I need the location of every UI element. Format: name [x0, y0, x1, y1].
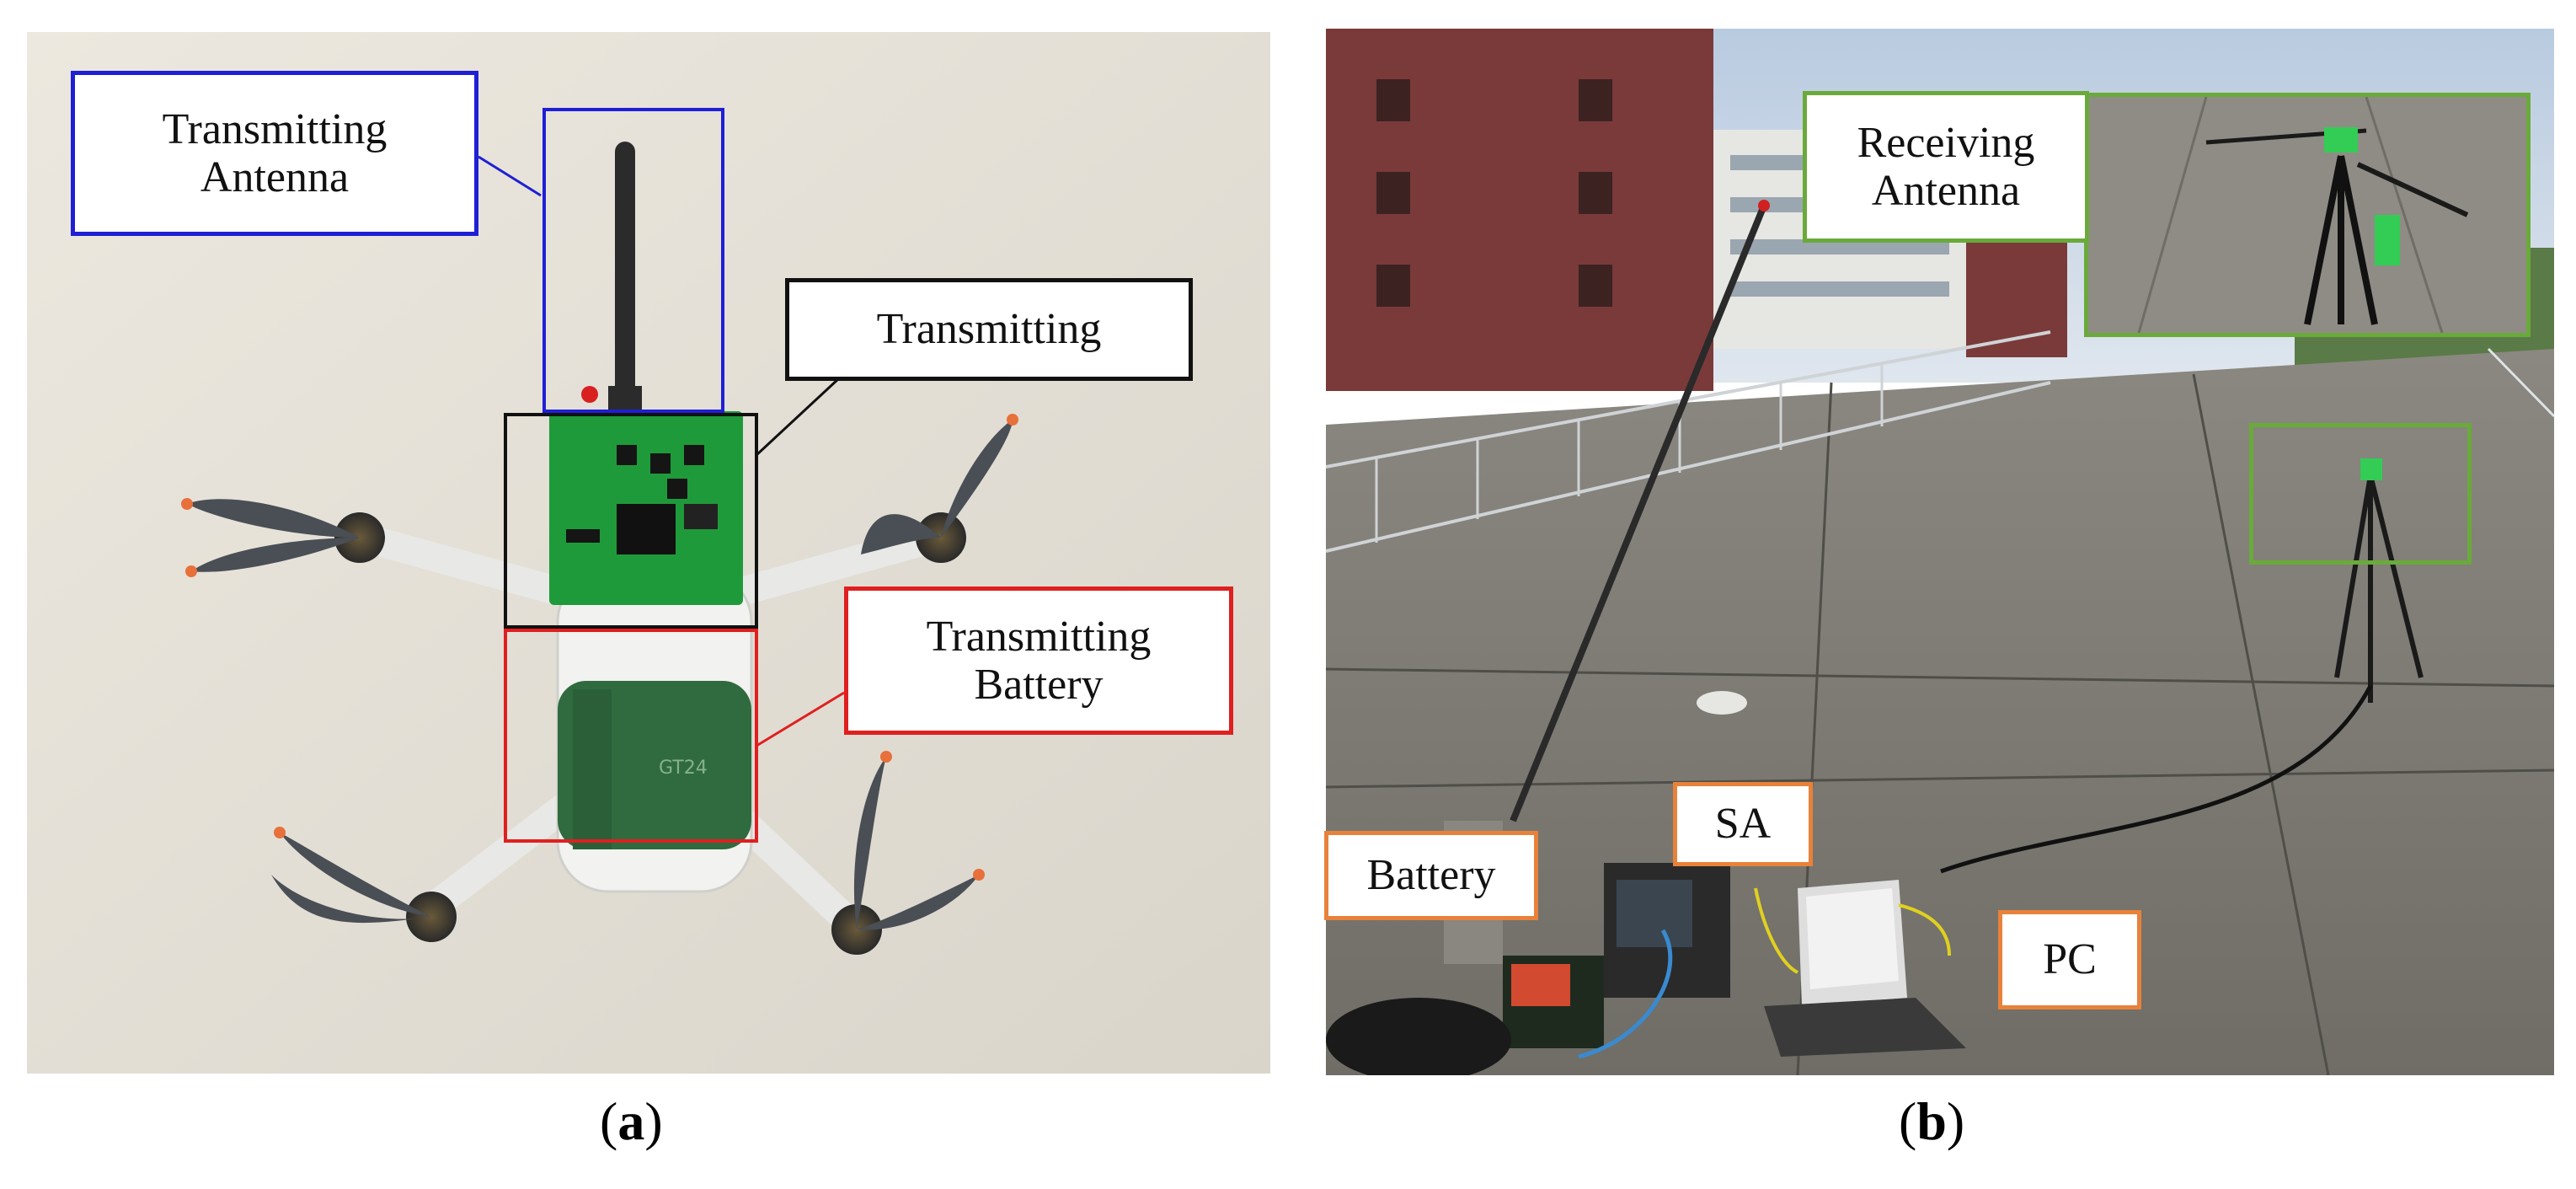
tx-antenna-label-box: Transmitting Antenna — [71, 71, 478, 236]
rx-antenna-closeup-frame — [2084, 93, 2531, 337]
tx-battery-highlight — [504, 629, 758, 843]
rx-antenna-label-box: Receiving Antenna — [1803, 91, 2089, 243]
pc-label: PC — [2043, 935, 2097, 984]
sa-label: SA — [1714, 800, 1772, 849]
battery-label: Battery — [1366, 851, 1496, 900]
sa-label-box: SA — [1673, 782, 1813, 866]
rx-antenna-highlight — [2249, 423, 2472, 565]
panel-b-caption: (b) — [1899, 1091, 1965, 1151]
tx-module-highlight — [504, 413, 758, 629]
rx-antenna-label: Receiving Antenna — [1857, 118, 2035, 215]
rx-antenna-closeup-illustration — [2088, 97, 2526, 333]
tx-antenna-label: Transmitting Antenna — [162, 104, 387, 201]
battery-label-box: Battery — [1324, 831, 1538, 920]
panel-a-caption: (a) — [600, 1091, 663, 1151]
panel-a-letter: a — [617, 1091, 645, 1151]
tx-antenna-highlight — [542, 108, 724, 413]
svg-text:GT24: GT24 — [659, 758, 708, 779]
tx-module-label-box: Transmitting — [785, 278, 1193, 381]
tx-battery-label: Transmitting Battery — [926, 612, 1152, 709]
panel-b-letter: b — [1916, 1091, 1947, 1151]
tx-battery-label-box: Transmitting Battery — [844, 586, 1233, 735]
tx-module-label: Transmitting — [876, 305, 1102, 354]
pc-label-box: PC — [1998, 910, 2141, 1010]
